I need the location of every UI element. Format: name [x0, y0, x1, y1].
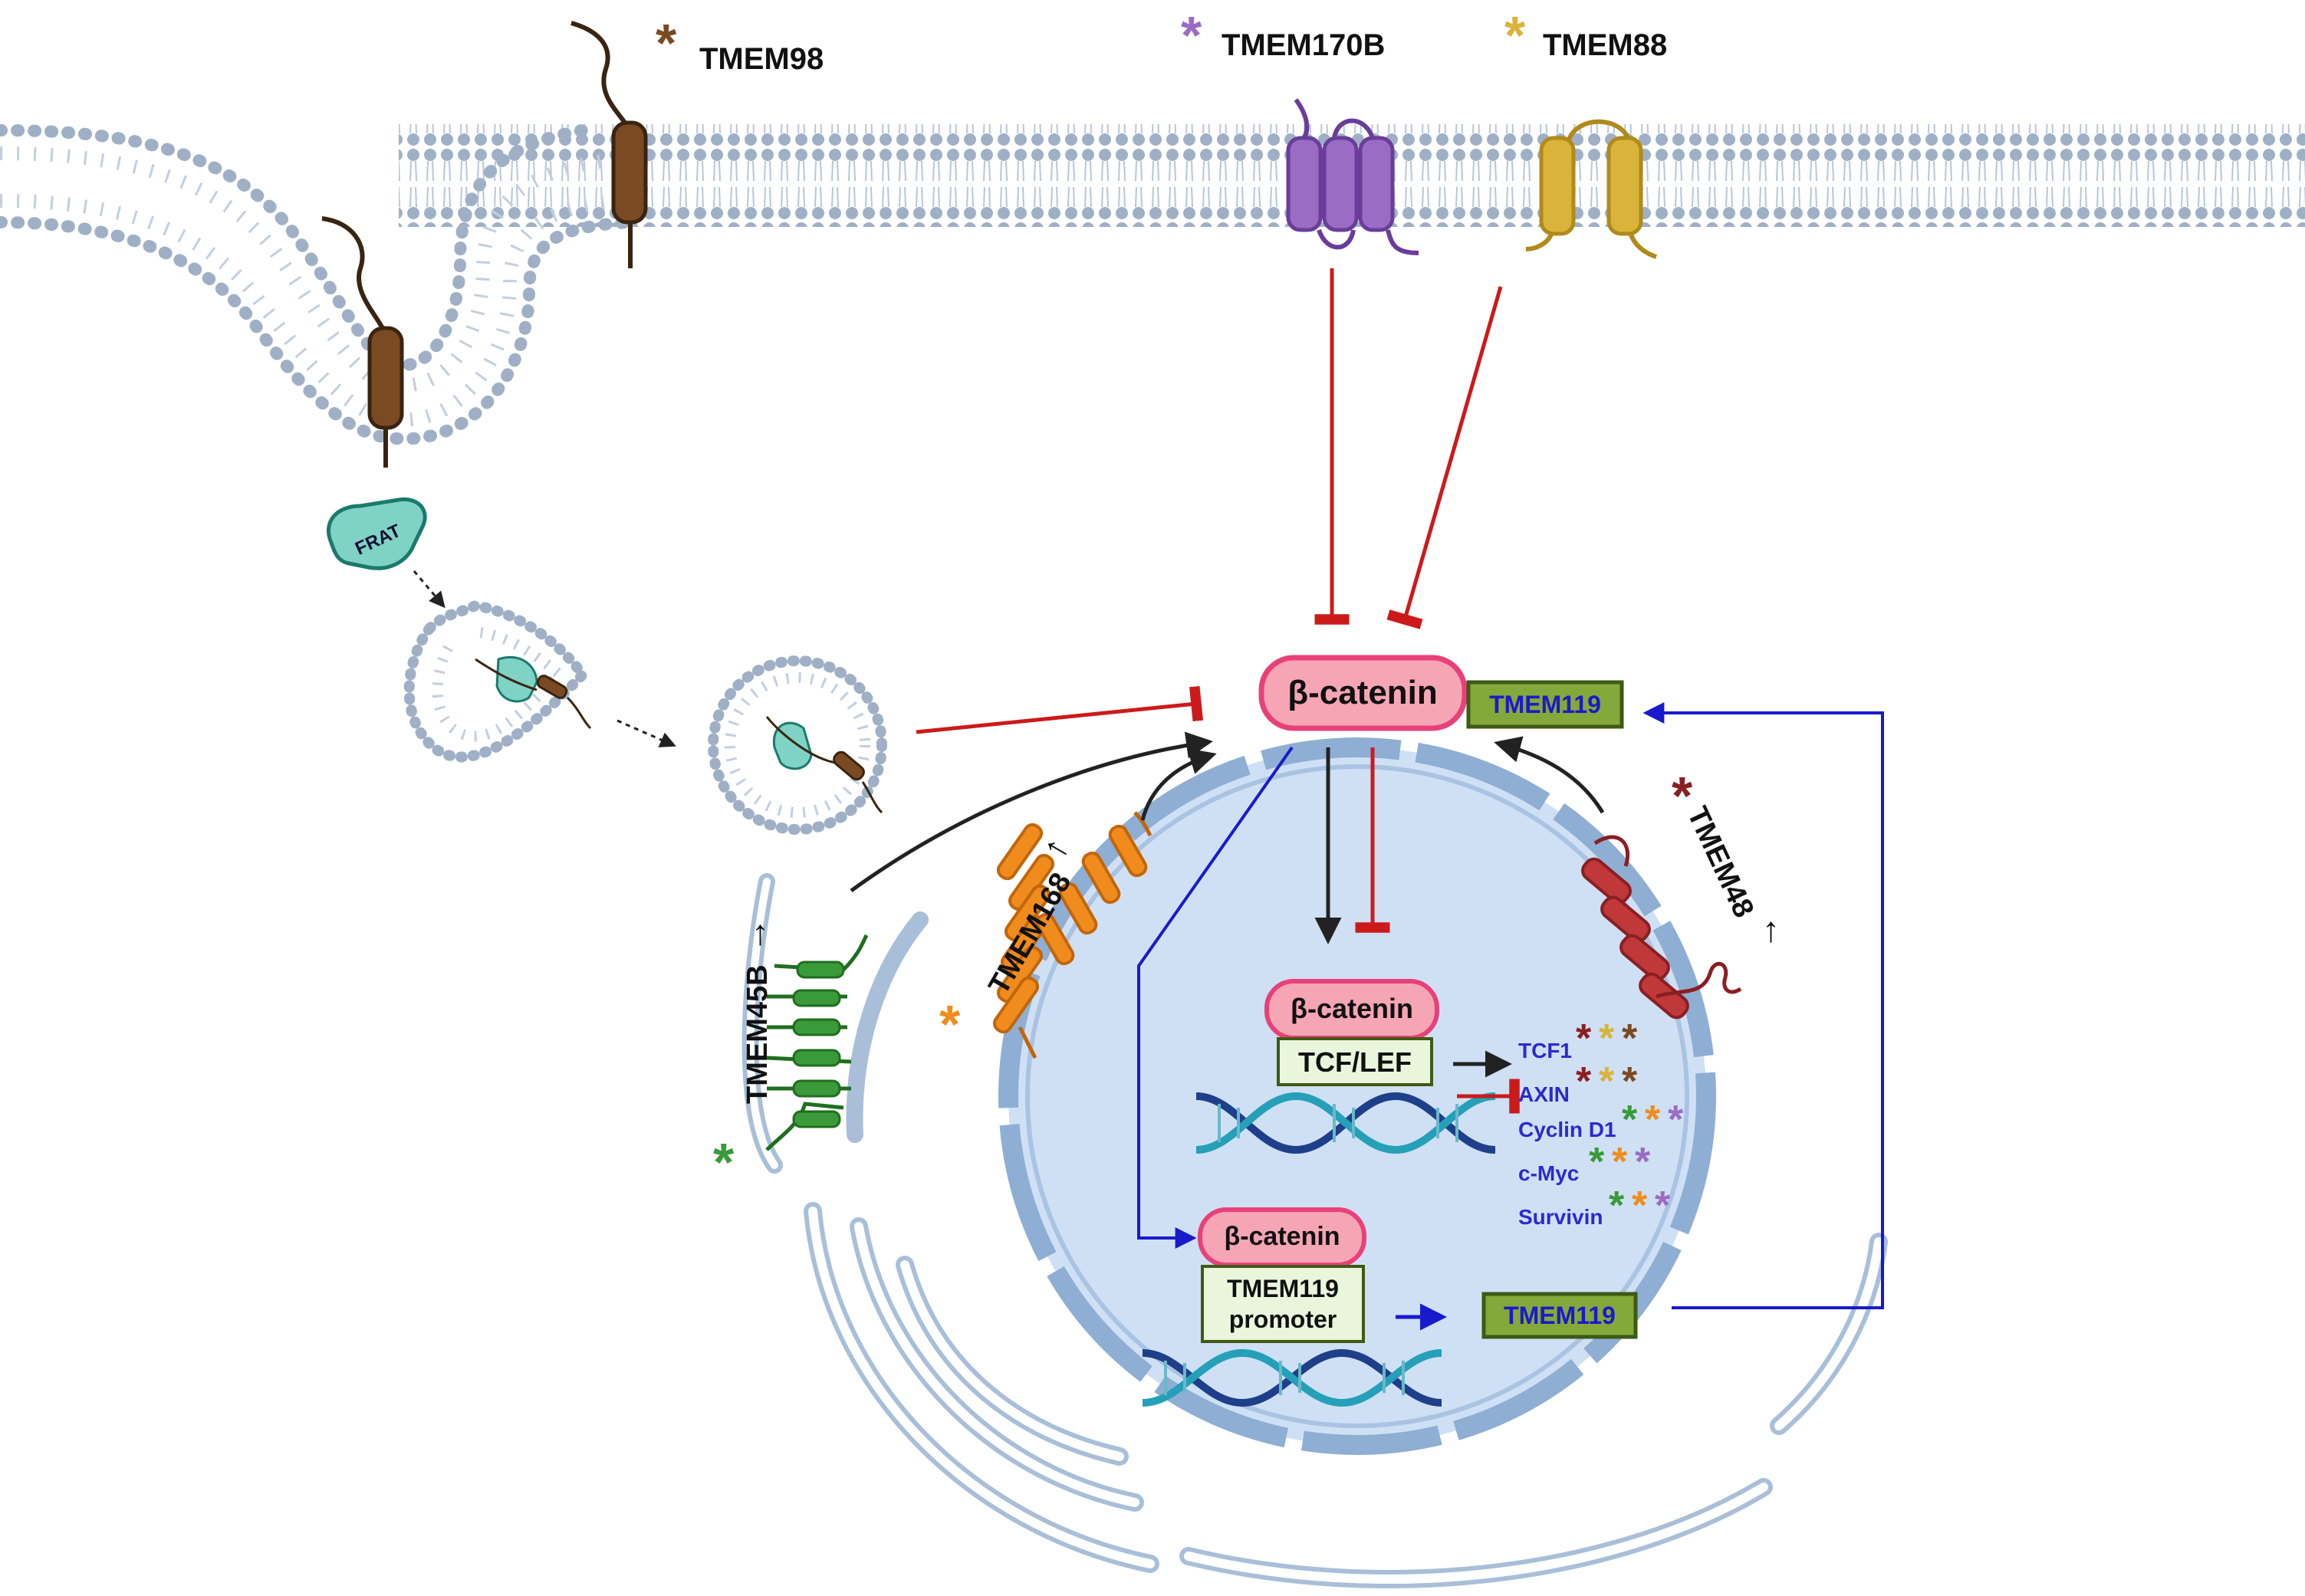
- gene-c-myc: c-Myc: [1518, 1161, 1579, 1185]
- gene-cyclin-d1: Cyclin D1: [1518, 1118, 1616, 1141]
- beta-catenin-promoter-node: β-catenin: [1198, 1207, 1366, 1267]
- tmem48-protein: [1581, 835, 1742, 1020]
- tmem168-activates-beta-catenin: [1140, 748, 1217, 821]
- tmem45b-up-arrow: ↑: [751, 912, 769, 952]
- svg-text:*: *: [1655, 1184, 1671, 1228]
- tmem119-promoter-label-line1: TMEM119: [1227, 1275, 1339, 1302]
- tmem119-promoter-label-line2: promoter: [1229, 1305, 1337, 1333]
- endocytic-vesicle: [708, 655, 887, 835]
- tmem98-protein: [321, 21, 648, 468]
- vesicle-maturation-arrow: [617, 719, 676, 747]
- svg-text:*: *: [1622, 1059, 1638, 1104]
- target-genes-list: TCF1 AXIN Cyclin D1 c-Myc Survivin: [1518, 1039, 1616, 1229]
- tmem119-main-node: TMEM119: [1466, 680, 1624, 729]
- frat-protein: FRAT: [326, 497, 427, 570]
- tmem119-product-node: TMEM119: [1481, 1292, 1638, 1339]
- tcf-lef-node: TCF/LEF: [1277, 1037, 1433, 1086]
- tmem170b-protein: [1286, 98, 1419, 255]
- svg-text:*: *: [1622, 1016, 1638, 1061]
- tmem119-promoter-node: TMEM119 promoter: [1201, 1265, 1365, 1343]
- tmem48-label: TMEM48: [1681, 802, 1760, 922]
- tmem119-main-label: TMEM119: [1489, 691, 1601, 718]
- tmem168-asterisk: *: [939, 994, 961, 1054]
- beta-catenin-nuclear-label: β-catenin: [1291, 993, 1413, 1024]
- dna-helix-promoter: [1142, 1348, 1442, 1407]
- nucleus: [998, 737, 1716, 1455]
- beta-catenin-main-node: β-catenin: [1258, 655, 1468, 731]
- tmem88-asterisk: *: [1504, 5, 1526, 65]
- tmem45b-activates-beta-catenin: [850, 731, 1213, 893]
- vesicle-inhibits-beta-catenin: [916, 685, 1203, 734]
- beta-catenin-nuclear-node: β-catenin: [1264, 979, 1439, 1040]
- tmem119-feedback-loop: [1642, 702, 1884, 1309]
- gene-survivin: Survivin: [1518, 1205, 1603, 1229]
- tcf-lef-label: TCF/LEF: [1298, 1046, 1412, 1078]
- tmem88-label: TMEM88: [1543, 28, 1667, 62]
- tmem45b-label: TMEM45B: [741, 964, 774, 1104]
- tmem45b-asterisk: *: [713, 1132, 735, 1192]
- tmem98-asterisk: *: [656, 13, 677, 73]
- gene-axin: AXIN: [1518, 1082, 1570, 1106]
- svg-text:*: *: [1576, 1016, 1592, 1061]
- endoplasmic-reticulum: [741, 873, 1888, 1588]
- tmem170b-asterisk: *: [1181, 5, 1202, 65]
- tmem119-product-label: TMEM119: [1504, 1302, 1616, 1329]
- svg-text:*: *: [1645, 1098, 1661, 1142]
- tmem48-asterisk: *: [1672, 766, 1693, 826]
- endocytic-vesicle-forming: [403, 599, 592, 763]
- svg-text:*: *: [1612, 1140, 1628, 1184]
- beta-catenin-promoter-label: β-catenin: [1224, 1222, 1340, 1251]
- svg-text:*: *: [1609, 1184, 1625, 1228]
- beta-catenin-to-tmem119-promoter: [1137, 746, 1294, 1249]
- svg-text:*: *: [1599, 1016, 1615, 1061]
- svg-text:*: *: [1668, 1098, 1684, 1142]
- tmem98-label: TMEM98: [699, 42, 824, 76]
- tmem88-protein: [1525, 119, 1658, 259]
- svg-text:*: *: [1589, 1140, 1605, 1184]
- gene-asterisks: *** *** *** *** ***: [1576, 1016, 1684, 1228]
- tmem170b-label: TMEM170B: [1222, 28, 1385, 62]
- tmem48-activates-beta-catenin: [1494, 736, 1605, 814]
- svg-text:*: *: [1576, 1059, 1592, 1104]
- beta-catenin-main-label: β-catenin: [1287, 674, 1438, 711]
- dna-helix-tcf: [1195, 1092, 1496, 1154]
- tmem45b-protein: [765, 934, 869, 1151]
- svg-text:*: *: [1632, 1184, 1648, 1228]
- svg-text:*: *: [1622, 1098, 1638, 1142]
- gene-tcf1: TCF1: [1518, 1039, 1572, 1062]
- tmem168-protein: [992, 811, 1152, 1059]
- tmem88-inhibits-beta-catenin: [1386, 286, 1503, 629]
- tmem48-up-arrow: ↑: [1762, 909, 1780, 949]
- frat-to-vesicle-arrow: [413, 570, 446, 609]
- plasma-membrane: [0, 124, 2305, 445]
- svg-text:*: *: [1635, 1140, 1651, 1184]
- svg-text:*: *: [1599, 1059, 1615, 1104]
